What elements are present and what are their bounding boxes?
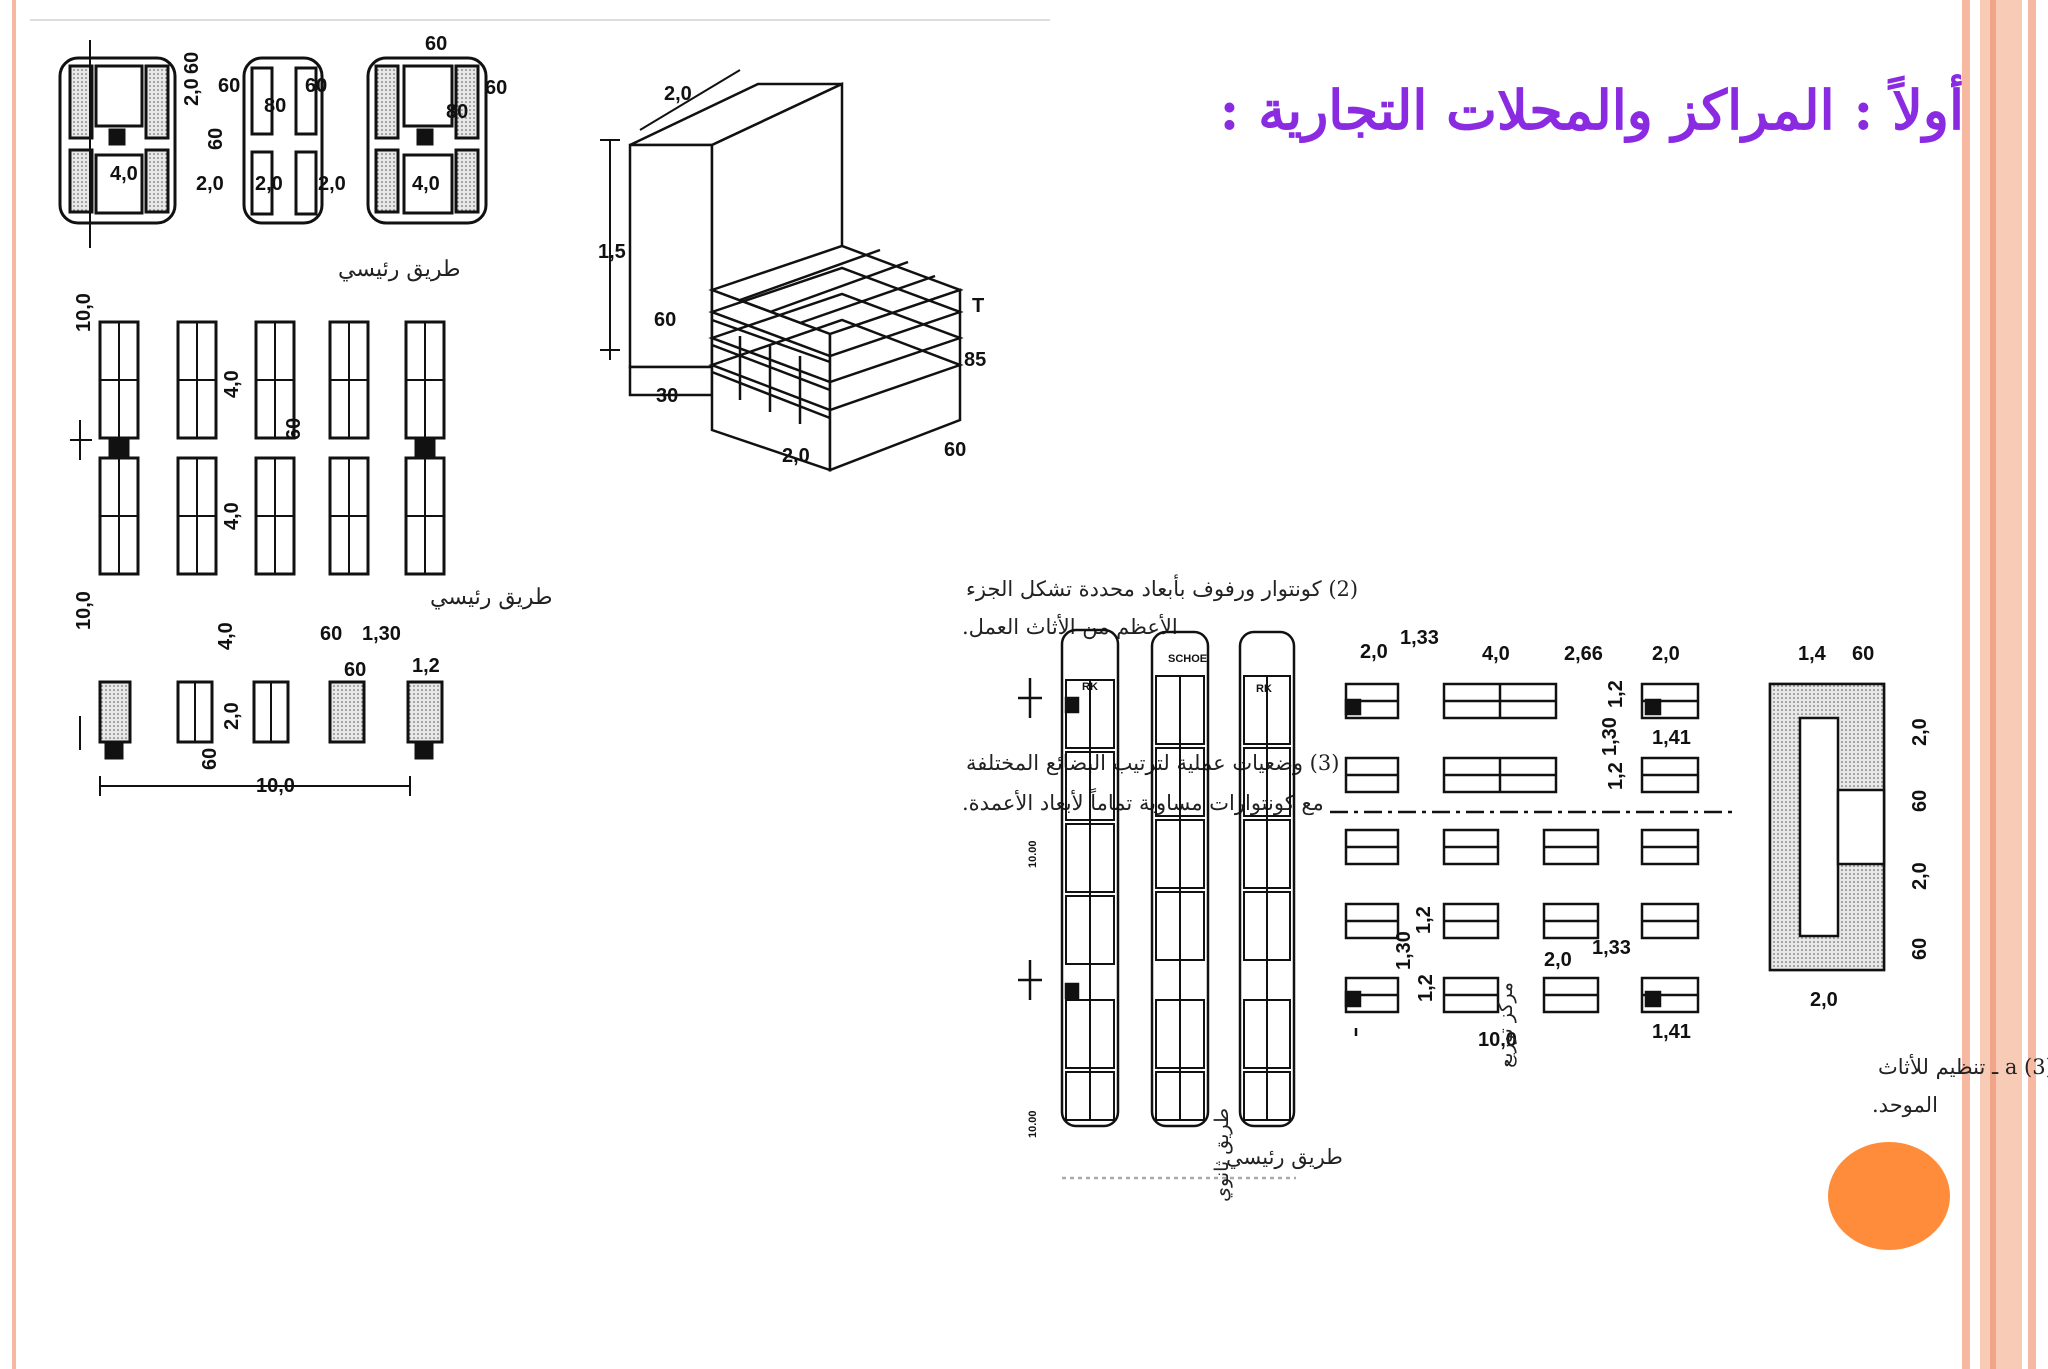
dim-top-80: 80 — [264, 95, 286, 117]
dim-3d-60side: 60 — [944, 439, 966, 461]
dim-b-mid-130: 1,30 — [1393, 931, 1415, 970]
dim-b-mid-133: 1,33 — [1592, 937, 1631, 959]
dim-3d-t: T — [972, 295, 984, 317]
road-label-mid: طريق رئيسي — [430, 585, 552, 610]
dim-b-20: 2,0 — [1360, 641, 1388, 663]
dim-b-266: 2,66 — [1564, 643, 1603, 665]
road-label-secondary: طريق ثانوي — [1211, 1108, 1233, 1202]
dim-mid-12: 1,2 — [412, 655, 440, 677]
dim-b-r-20b: 2,0 — [1909, 862, 1931, 890]
dim-b-r-60: 60 — [1909, 790, 1931, 812]
caption-2-line2: الأعظم من الأثاث العمل. — [962, 613, 1178, 640]
road-label-bottom: طريق رئيسي — [1226, 1145, 1343, 1170]
slide-title: أولاً : المراكز والمحلات التجارية : — [1219, 78, 1964, 142]
dim-b-r-60b: 60 — [1909, 938, 1931, 960]
dim-b-mid-141: 1,41 — [1652, 1021, 1691, 1043]
right-frame-band — [1980, 0, 2022, 1369]
dim-top-20c: 2,0 — [318, 173, 346, 195]
dim-mid-40a: 4,0 — [221, 370, 243, 398]
dim-b-mid-12b: 1,2 — [1415, 974, 1437, 1002]
caption-3a-line1: (3) a ـ تنظيم للأثاث — [1878, 1053, 2048, 1080]
caption-3a-line2: الموحد. — [1872, 1093, 1938, 1118]
label-10-00b: 10.00 — [1027, 1110, 1039, 1138]
dim-b-20bottom: 2,0 — [1810, 989, 1838, 1011]
dim-b-60: 60 — [1852, 643, 1874, 665]
dim-b-side-141: 1,41 — [1652, 727, 1691, 749]
dim-b-side-130: 1,30 — [1599, 717, 1621, 756]
dim-3d-20top: 2,0 — [664, 83, 692, 105]
dim-mid-60c: 60 — [344, 659, 366, 681]
dim-b-r-20: 2,0 — [1909, 718, 1931, 746]
dim-top-20b: 2,0 — [255, 173, 283, 195]
dim-mid-40b: 4,0 — [221, 502, 243, 530]
dim-mid-20: 2,0 — [221, 702, 243, 730]
counter-shelf-3d — [600, 69, 964, 472]
dim-top-vert-60: 60 — [181, 52, 203, 74]
road-label-top: طريق رئيسي — [338, 257, 460, 282]
distribution-label: مركز توزيع — [1495, 982, 1517, 1068]
label-rk-a: RK — [1082, 681, 1098, 693]
label-10-00a: 10.00 — [1027, 840, 1039, 868]
dim-3d-15: 1,5 — [598, 241, 626, 263]
dim-mid-40c: 4,0 — [215, 622, 237, 650]
mid-left-shelving-plan — [70, 320, 446, 796]
store-layout-plan — [1018, 628, 1886, 1180]
caption-3-line2: مع كونتوارات مساوية تماماً لأبعاد الأعمد… — [962, 787, 1324, 816]
dim-b-20b: 2,0 — [1652, 643, 1680, 665]
right-frame-stripe — [1962, 0, 1970, 1369]
dim-mid-100c: 10,0 — [256, 775, 295, 797]
dim-3d-30: 30 — [656, 385, 678, 407]
dim-mid-130: 1,30 — [362, 623, 401, 645]
dim-b-100: 10,0 — [1478, 1029, 1517, 1051]
dim-b-133: 1,33 — [1400, 627, 1439, 649]
dim-b-mid-20: 2,0 — [1544, 949, 1572, 971]
orange-decor-circle — [1828, 1142, 1950, 1250]
dim-3d-85: 85 — [964, 349, 986, 371]
dim-b-40: 4,0 — [1482, 643, 1510, 665]
dim-3d-20bottom: 2,0 — [782, 445, 810, 467]
right-frame-stripe-outer — [2028, 0, 2036, 1369]
dim-b-mid-12: 1,2 — [1413, 906, 1435, 934]
label-rk-b: RK — [1256, 683, 1272, 695]
dim-mid-60: 60 — [283, 418, 305, 440]
dim-top-40: 4,0 — [110, 163, 138, 185]
dim-top-60b: 60 — [218, 75, 240, 97]
right-frame-line — [1990, 0, 1996, 1369]
left-frame-stripe — [12, 0, 16, 1369]
dim-top-80b: 80 — [446, 101, 468, 123]
dim-top-40b: 4,0 — [412, 173, 440, 195]
dim-mid-100b: 10,0 — [73, 591, 95, 630]
top-left-island-plan — [58, 40, 488, 248]
dim-b-14: 1,4 — [1798, 643, 1827, 665]
dim-top-60d: 60 — [485, 77, 507, 99]
dim-mid-60b: 60 — [320, 623, 342, 645]
dim-top-vert-20: 2,0 — [181, 78, 203, 106]
dim-top-60c: 60 — [305, 75, 327, 97]
dim-3d-60: 60 — [654, 309, 676, 331]
dim-top-60: 60 — [425, 33, 447, 55]
dim-mid-60d: 60 — [199, 748, 221, 770]
dim-b-side-12b: 1,2 — [1605, 762, 1627, 790]
dim-mid-100a: 10,0 — [73, 293, 95, 332]
dim-top-20a: 2,0 — [196, 173, 224, 195]
caption-2-line1: (2) كونتوار ورفوف بأبعاد محددة تشكل الجز… — [966, 573, 1358, 602]
dim-top-vert-60b: 60 — [205, 128, 227, 150]
label-schoe: SCHOE — [1168, 653, 1207, 665]
dim-b-side-12: 1,2 — [1605, 680, 1627, 708]
